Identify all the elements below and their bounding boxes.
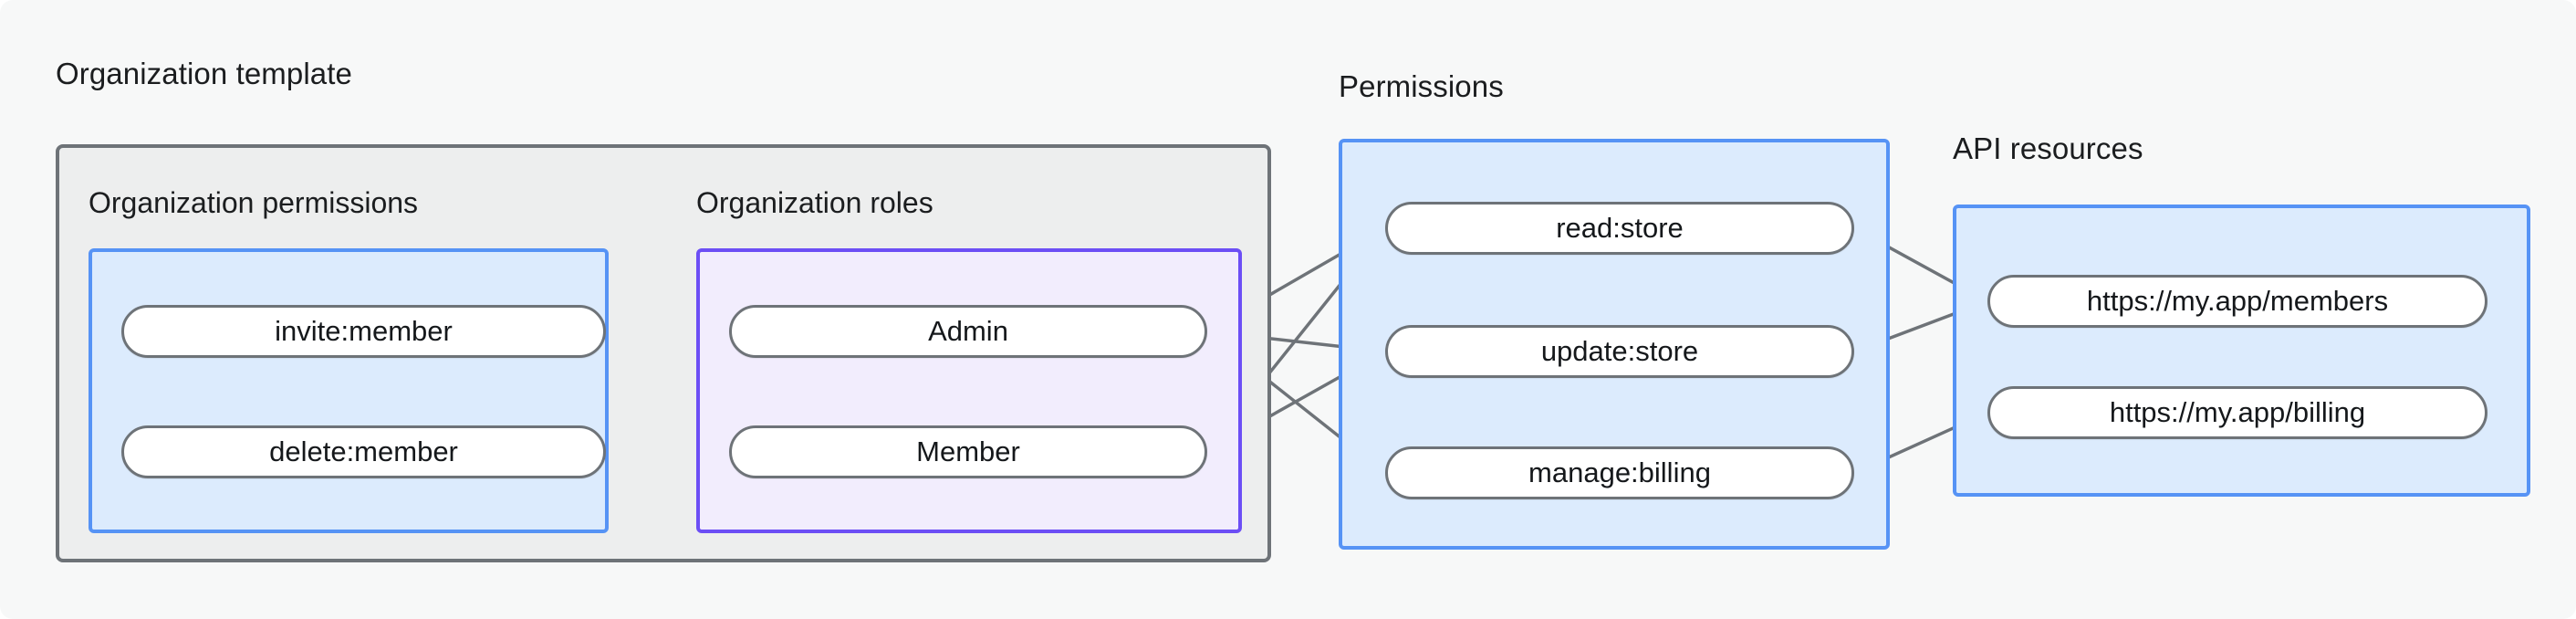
- node-admin[interactable]: Admin: [729, 305, 1207, 358]
- node-delete-member[interactable]: delete:member: [121, 425, 606, 478]
- api-resources-container: [1953, 205, 2530, 497]
- node-member[interactable]: Member: [729, 425, 1207, 478]
- organization-template-title: Organization template: [56, 57, 352, 90]
- node-invite-member[interactable]: invite:member: [121, 305, 606, 358]
- organization-roles-title: Organization roles: [696, 186, 933, 219]
- node-read-store[interactable]: read:store: [1385, 202, 1854, 255]
- node-billing-url[interactable]: https://my.app/billing: [1987, 386, 2487, 439]
- permissions-title: Permissions: [1339, 69, 1504, 103]
- api-resources-title: API resources: [1953, 131, 2143, 165]
- node-update-store[interactable]: update:store: [1385, 325, 1854, 378]
- organization-permissions-container: [89, 248, 609, 533]
- node-members-url[interactable]: https://my.app/members: [1987, 275, 2487, 328]
- organization-permissions-title: Organization permissions: [89, 186, 419, 219]
- organization-roles-container: [696, 248, 1242, 533]
- node-manage-billing[interactable]: manage:billing: [1385, 446, 1854, 499]
